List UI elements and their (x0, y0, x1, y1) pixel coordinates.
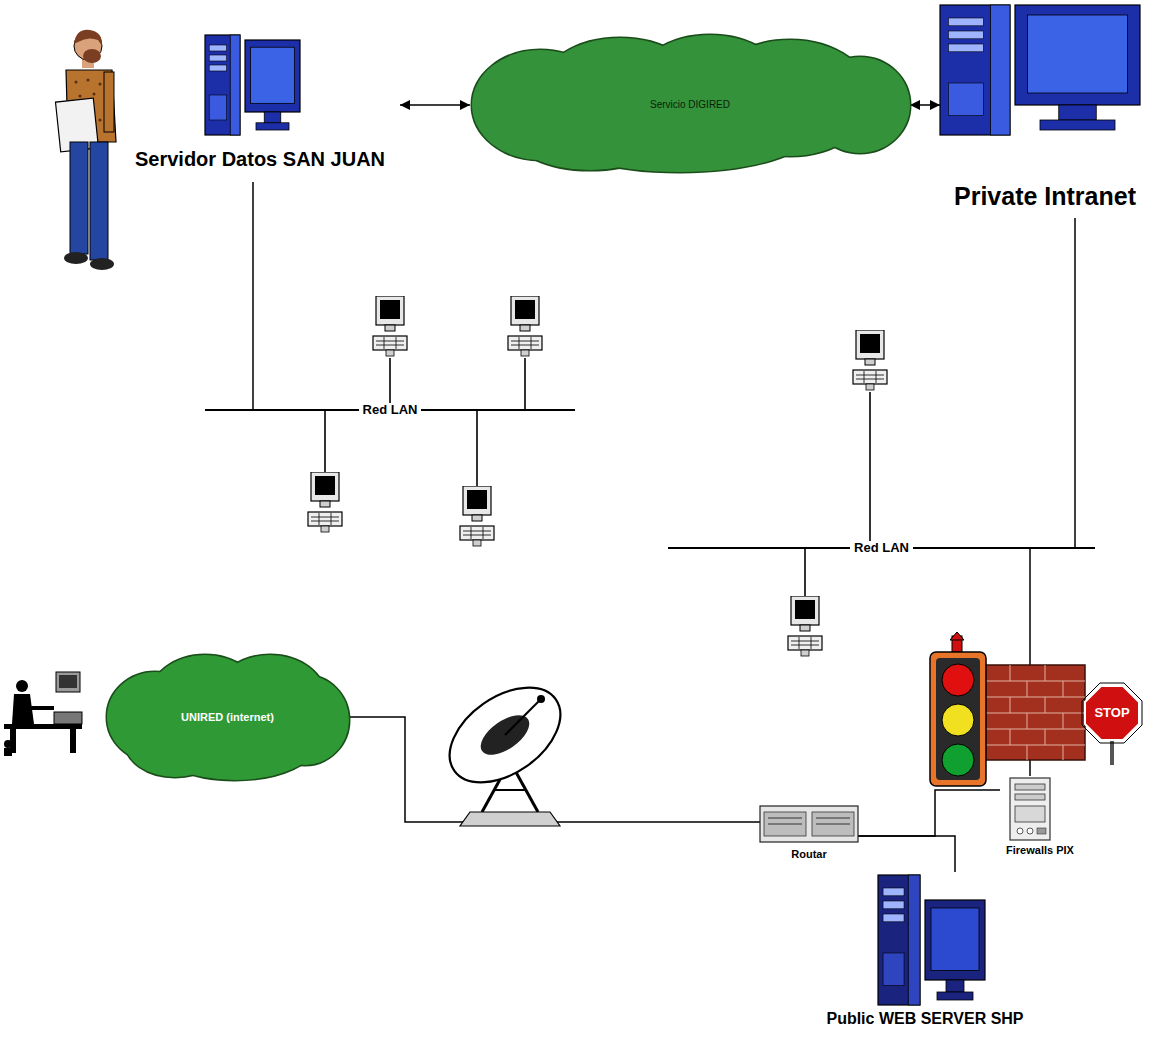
satellite-dish (432, 668, 577, 826)
device-icon (760, 806, 858, 872)
user-figure (55, 30, 116, 270)
cloud-label: Servicio DIGIRED (650, 99, 730, 111)
network-link (858, 790, 1000, 836)
network-link (858, 836, 955, 872)
cloud-label: UNIRED (internet) (181, 711, 274, 724)
network-link (910, 104, 940, 106)
lan-wires (325, 358, 870, 596)
device-label: Private Intranet (954, 182, 1136, 211)
lan-bus: Red LAN (205, 400, 575, 420)
network-link (252, 182, 254, 410)
lan-bus: Red LAN (668, 538, 1095, 558)
router: Routar (760, 806, 858, 872)
bus-label: Red LAN (850, 541, 913, 556)
brick-wall (985, 665, 1085, 760)
connector-group (253, 105, 1075, 872)
web-server: Public WEB SERVER SHP (812, 872, 1038, 1036)
firewall: Firewalls PIX (1000, 776, 1080, 866)
network-link (1074, 218, 1076, 548)
network-link (400, 104, 470, 106)
network-cloud: Servicio DIGIRED (470, 30, 910, 180)
data-server: Servidor Datos SAN JUAN (120, 30, 400, 182)
workstations (308, 296, 887, 656)
device-label: Public WEB SERVER SHP (826, 1010, 1023, 1028)
stop-sign-text-box: STOP (1086, 703, 1138, 721)
device-label: Firewalls PIX (1006, 844, 1074, 857)
traffic-light (930, 632, 986, 786)
bus-label: Red LAN (359, 403, 422, 418)
device-label: Servidor Datos SAN JUAN (135, 148, 385, 171)
stop-sign-text: STOP (1094, 706, 1129, 720)
stop-sign (1082, 683, 1142, 765)
device-label: Routar (791, 848, 826, 861)
internet-cloud: UNIRED (internet) (105, 652, 350, 782)
remote-user (4, 672, 82, 756)
intranet-server: Private Intranet (940, 5, 1150, 218)
